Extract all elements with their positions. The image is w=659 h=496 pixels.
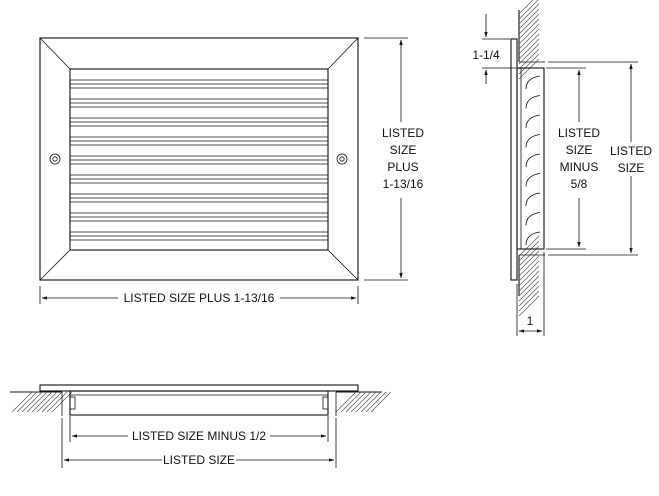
hatch-line	[518, 235, 540, 257]
front-height-label-line1: LISTED	[382, 126, 424, 140]
outer-width-label: LISTED SIZE	[163, 453, 235, 467]
hatch-line	[518, 270, 540, 292]
hatch-line	[518, 0, 539, 20]
front-height-label-line3: PLUS	[387, 160, 418, 174]
bottom-end-block	[69, 396, 76, 410]
side-view: 1-1/4 LISTED SIZE MINUS 5/8 LISTED SIZE …	[466, 0, 653, 336]
opening-label-line3: MINUS	[560, 160, 599, 174]
hatch-line	[518, 0, 534, 15]
hatch-line	[518, 48, 540, 70]
hatch-line	[518, 38, 540, 60]
hatch-line	[345, 391, 367, 413]
louver-group	[70, 79, 328, 241]
hatch-line	[335, 391, 357, 413]
hatch-line	[21, 391, 43, 413]
frame-bevel-tr	[327, 37, 359, 70]
hatch-line	[355, 391, 377, 413]
hatch-line	[518, 18, 540, 40]
hatch-line	[518, 43, 540, 65]
louver-blade	[525, 212, 541, 226]
grille-inner-opening	[69, 68, 329, 251]
hatch-line	[518, 280, 540, 302]
hatch-line	[26, 391, 48, 413]
hatch-line	[41, 391, 63, 413]
hatch-line	[36, 391, 58, 413]
louver-blade	[525, 231, 541, 246]
louver-blade	[525, 192, 541, 207]
label-background	[162, 452, 236, 467]
grille-body-profile	[516, 67, 545, 250]
louver-blade	[525, 114, 541, 129]
listed-size-label-line2: SIZE	[618, 161, 645, 175]
screw-hole-icon	[49, 153, 61, 165]
hatch-line	[518, 8, 540, 30]
louver-blade	[525, 134, 541, 148]
screw-hole-icon	[336, 153, 348, 165]
hatch-line	[340, 391, 362, 413]
louver-blade	[525, 153, 541, 168]
front-width-label: LISTED SIZE PLUS 1-13/16	[124, 291, 275, 305]
hatch-line	[518, 3, 540, 25]
grille-outer-frame	[39, 37, 359, 281]
wall-hatch-right	[335, 391, 392, 413]
wall-hatch-left	[10, 391, 73, 413]
louver-blade-group	[525, 75, 541, 246]
label-background	[380, 122, 428, 198]
hatch-line	[31, 391, 53, 413]
label-background	[128, 428, 270, 443]
hatch-line	[518, 53, 540, 75]
hatch-line	[350, 391, 372, 413]
hatch-line	[518, 260, 540, 282]
hatch-line	[518, 255, 540, 277]
hatch-line	[46, 391, 68, 413]
hatch-line	[360, 391, 382, 413]
inner-width-label: LISTED SIZE MINUS 1/2	[132, 429, 266, 443]
listed-size-label-line1: LISTED	[610, 144, 652, 158]
label-background	[466, 48, 506, 62]
hatch-line	[518, 33, 540, 55]
hatch-line	[518, 290, 540, 312]
hatch-line	[518, 295, 540, 317]
wall-hatch-lower	[518, 235, 540, 317]
hatch-line	[518, 275, 540, 297]
opening-label-line1: LISTED	[558, 126, 600, 140]
flange-dimension-label: 1-1/4	[472, 48, 500, 62]
front-view: LISTED SIZE PLUS 1-13/16 LISTED SIZE PLU…	[39, 37, 428, 305]
hatch-line	[518, 265, 540, 287]
bottom-flange-profile	[39, 384, 359, 392]
front-height-label-line4: 1-13/16	[383, 177, 424, 191]
label-background	[609, 142, 653, 176]
louver-blade	[525, 173, 541, 187]
frame-bevel-bl	[39, 249, 71, 281]
wall-hatch-upper	[518, 0, 540, 80]
hatch-line	[11, 391, 33, 413]
hatch-line	[518, 23, 540, 45]
grille-flange-profile	[510, 38, 518, 281]
bottom-end-block	[322, 396, 329, 410]
hatch-line	[518, 13, 540, 35]
hatch-line	[518, 28, 540, 50]
hatch-line	[518, 285, 540, 307]
hatch-line	[518, 240, 540, 262]
louver-blade	[525, 95, 541, 109]
hatch-line	[518, 250, 540, 272]
hatch-line	[365, 391, 387, 413]
frame-bevel-tl	[39, 37, 71, 70]
bottom-view: LISTED SIZE MINUS 1/2 LISTED SIZE	[10, 384, 392, 468]
label-background	[556, 122, 602, 198]
hatch-line	[16, 391, 38, 413]
louver-blade	[525, 75, 541, 90]
opening-label-line2: SIZE	[566, 143, 593, 157]
frame-bevel-br	[327, 249, 359, 281]
opening-label-line4: 5/8	[571, 177, 588, 191]
hatch-line	[370, 391, 392, 413]
label-background	[118, 290, 280, 305]
depth-dimension-label: 1	[527, 314, 534, 328]
front-height-label-line2: SIZE	[390, 143, 417, 157]
